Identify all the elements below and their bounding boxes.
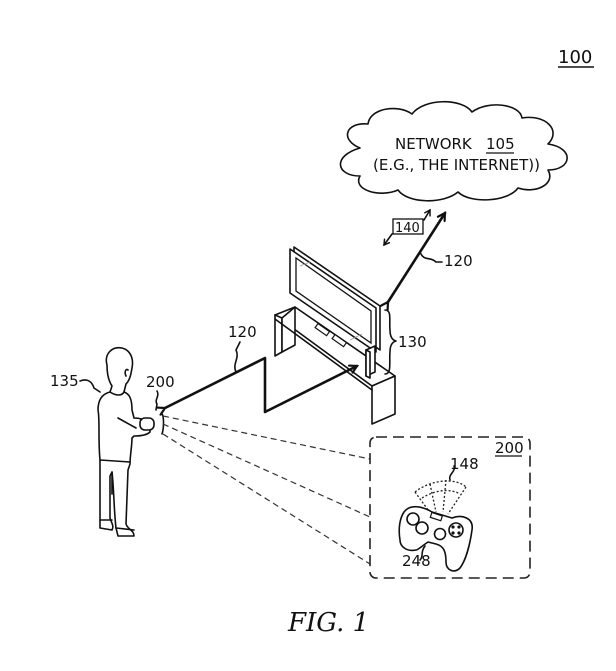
controller-part-label: 248 <box>402 552 431 570</box>
signal-140: 140 <box>383 208 431 247</box>
television <box>289 246 381 353</box>
controller-label: 200 <box>146 373 175 391</box>
cloud-icon <box>339 101 568 202</box>
user-label: 135 <box>50 372 79 390</box>
link-controller-label: 120 <box>228 323 257 341</box>
person-icon <box>97 346 151 537</box>
network-label: NETWORK <box>395 135 473 153</box>
figure-caption: FIG. 1 <box>287 608 369 638</box>
link-network-label: 120 <box>444 252 473 270</box>
network-link: 120 <box>388 213 473 302</box>
controller-leader-line <box>155 390 159 411</box>
controller-link: 120 <box>165 323 357 412</box>
signal-box-label: 140 <box>395 221 420 236</box>
game-console <box>365 345 376 379</box>
console-brace-label: 130 <box>398 333 427 351</box>
motion-arc: 148 <box>414 455 479 515</box>
part-leader-line <box>419 545 426 561</box>
network-subtitle: (E.G., THE INTERNET)) <box>373 156 540 174</box>
projection-lines <box>162 415 371 565</box>
user-leader-line <box>79 379 101 393</box>
system-ref-label: 100 <box>558 47 592 68</box>
gamepad-icon <box>398 505 473 572</box>
inset-ref-label: 200 <box>495 439 524 457</box>
network-cloud: NETWORK 105 (E.G., THE INTERNET)) <box>339 101 568 202</box>
network-ref: 105 <box>486 135 515 153</box>
console-brace: 130 <box>384 309 427 375</box>
controller-inset: 200 148 248 <box>369 436 531 579</box>
user-figure <box>97 346 155 537</box>
controller-bracket <box>161 413 165 435</box>
system-reference: 100 <box>558 47 594 68</box>
motion-arc-label: 148 <box>450 455 479 473</box>
held-controller-icon <box>139 417 155 431</box>
